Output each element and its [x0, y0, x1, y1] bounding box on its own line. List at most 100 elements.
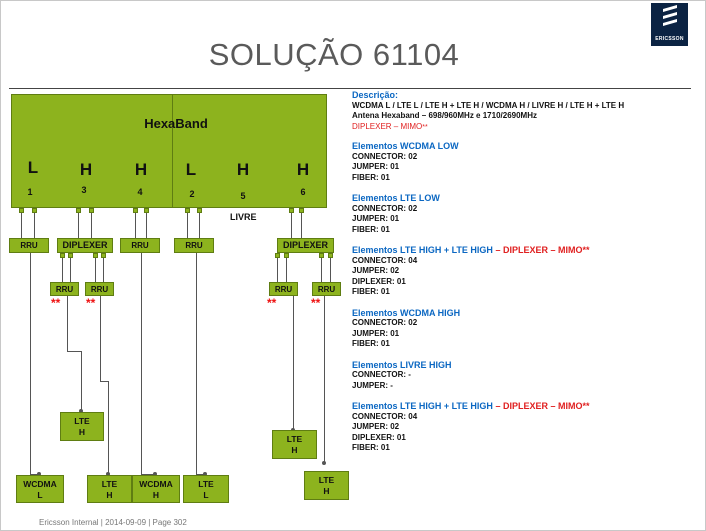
endpoint-line: LTE — [286, 434, 303, 444]
section-title-red: DIPLEXER – MIMO** — [502, 245, 590, 255]
jumper-line — [135, 213, 136, 238]
description-line-diplexer: DIPLEXER – MIMO** — [352, 122, 697, 134]
antenna-port — [89, 208, 94, 213]
endpoint-line: H — [152, 490, 160, 500]
antenna-port — [76, 208, 81, 213]
diplexer-port — [60, 253, 65, 258]
endpoint-line: H — [106, 490, 113, 500]
ericsson-logo: ERICSSON — [651, 3, 688, 46]
section-separator: – — [492, 245, 503, 255]
section-line: CONNECTOR: 02 — [352, 151, 418, 161]
slide-footer: Ericsson Internal | 2014-09-09 | Page 30… — [39, 518, 187, 527]
diplexer-box: DIPLEXER — [277, 238, 334, 253]
hexaband-divider — [172, 94, 173, 208]
jumper-line — [321, 258, 322, 282]
mimo-marker: ** — [267, 296, 277, 310]
section-line: JUMPER: 01 — [352, 328, 400, 338]
band-letter-3: H — [79, 160, 93, 179]
band-number-5: 5 — [240, 191, 246, 201]
section-line: FIBER: 01 — [352, 224, 390, 234]
endpoint-wcdma-l: WCDMA L — [16, 475, 64, 503]
fiber-line — [141, 474, 155, 475]
fiber-line — [30, 253, 31, 475]
section-line: FIBER: 01 — [352, 443, 390, 452]
antenna-port — [289, 208, 294, 213]
rru-box: RRU — [269, 282, 298, 296]
fiber-line — [196, 474, 205, 475]
diplexer-port — [68, 253, 73, 258]
fiber-joint — [203, 472, 207, 476]
fiber-line — [108, 381, 109, 474]
diplexer-mimo-text: DIPLEXER – MIMO — [352, 121, 423, 131]
fiber-line — [100, 381, 108, 382]
section-title-row: Elementos LTE HIGH + LTE HIGH – DIPLEXER… — [352, 401, 697, 412]
section-title-red: DIPLEXER – MIMO** — [502, 401, 590, 411]
description-heading: Descrição: — [352, 90, 399, 100]
jumper-line — [78, 213, 79, 238]
title-rule — [9, 88, 691, 89]
diplexer-port — [93, 253, 98, 258]
band-number-3: 3 — [81, 185, 87, 195]
endpoint-line: WCDMA — [23, 479, 57, 489]
section-line: FIBER: 01 — [352, 339, 390, 348]
description-panel: Descrição: WCDMA L / LTE L / LTE H + LTE… — [352, 90, 697, 454]
antenna-port — [133, 208, 138, 213]
band-letter-6: H — [296, 160, 310, 179]
section-title: Elementos LTE LOW — [352, 193, 440, 203]
section-title-row: Elementos LTE HIGH + LTE HIGH – DIPLEXER… — [352, 245, 697, 256]
endpoint-line: H — [323, 486, 330, 496]
fiber-line — [30, 474, 39, 475]
mimo-marker: ** — [422, 123, 428, 131]
hexaband-label: HexaBand — [144, 116, 208, 131]
jumper-line — [103, 258, 104, 282]
band-number-1: 1 — [27, 187, 33, 197]
fiber-joint — [153, 472, 157, 476]
diplexer-port — [101, 253, 106, 258]
rru-box: RRU — [174, 238, 214, 253]
endpoint-lte-h: LTE H — [304, 471, 349, 500]
jumper-line — [199, 213, 200, 238]
section-line: JUMPER: 01 — [352, 162, 400, 171]
jumper-line — [91, 213, 92, 238]
section-line: FIBER: 01 — [352, 287, 390, 296]
fiber-line — [67, 351, 81, 352]
section-separator: – — [492, 401, 503, 411]
jumper-line — [291, 213, 292, 238]
endpoint-line: LTE — [74, 416, 90, 426]
endpoint-wcdma-h: WCDMA H — [132, 475, 180, 503]
section-line: CONNECTOR: - — [352, 370, 411, 379]
endpoint-line: H — [78, 427, 86, 437]
jumper-line — [301, 213, 302, 238]
band-number-4: 4 — [137, 187, 143, 197]
fiber-line — [196, 253, 197, 475]
section-line: JUMPER: 02 — [352, 266, 400, 275]
endpoint-line: H — [291, 445, 298, 455]
band-letter-1: L — [27, 158, 39, 177]
section-line: JUMPER: 01 — [352, 214, 400, 223]
section-line: JUMPER: - — [352, 380, 393, 390]
band-letter-4: H — [134, 160, 148, 179]
jumper-line — [70, 258, 71, 282]
mimo-marker: ** — [51, 296, 61, 310]
description-line: Antena Hexaband – 698/960MHz e 1710/2690… — [352, 111, 537, 120]
jumper-line — [330, 258, 331, 282]
rru-box: RRU — [9, 238, 49, 253]
endpoint-lte-h: LTE H — [272, 430, 317, 459]
antenna-port — [144, 208, 149, 213]
endpoint-line: L — [203, 490, 209, 500]
jumper-line — [187, 213, 188, 238]
diplexer-port — [284, 253, 289, 258]
band-letter-2: L — [185, 160, 197, 179]
antenna-port — [299, 208, 304, 213]
endpoint-line: L — [37, 490, 43, 500]
fiber-joint — [37, 472, 41, 476]
endpoint-lte-h: LTE H — [60, 412, 104, 441]
section-title: Elementos WCDMA HIGH — [352, 307, 461, 318]
section-title: Elementos LIVRE HIGH — [352, 359, 452, 370]
diplexer-port — [328, 253, 333, 258]
fiber-line — [81, 351, 82, 411]
antenna-port — [32, 208, 37, 213]
section-line: JUMPER: 02 — [352, 422, 400, 431]
logo-text: ERICSSON — [655, 36, 684, 42]
jumper-line — [286, 258, 287, 282]
